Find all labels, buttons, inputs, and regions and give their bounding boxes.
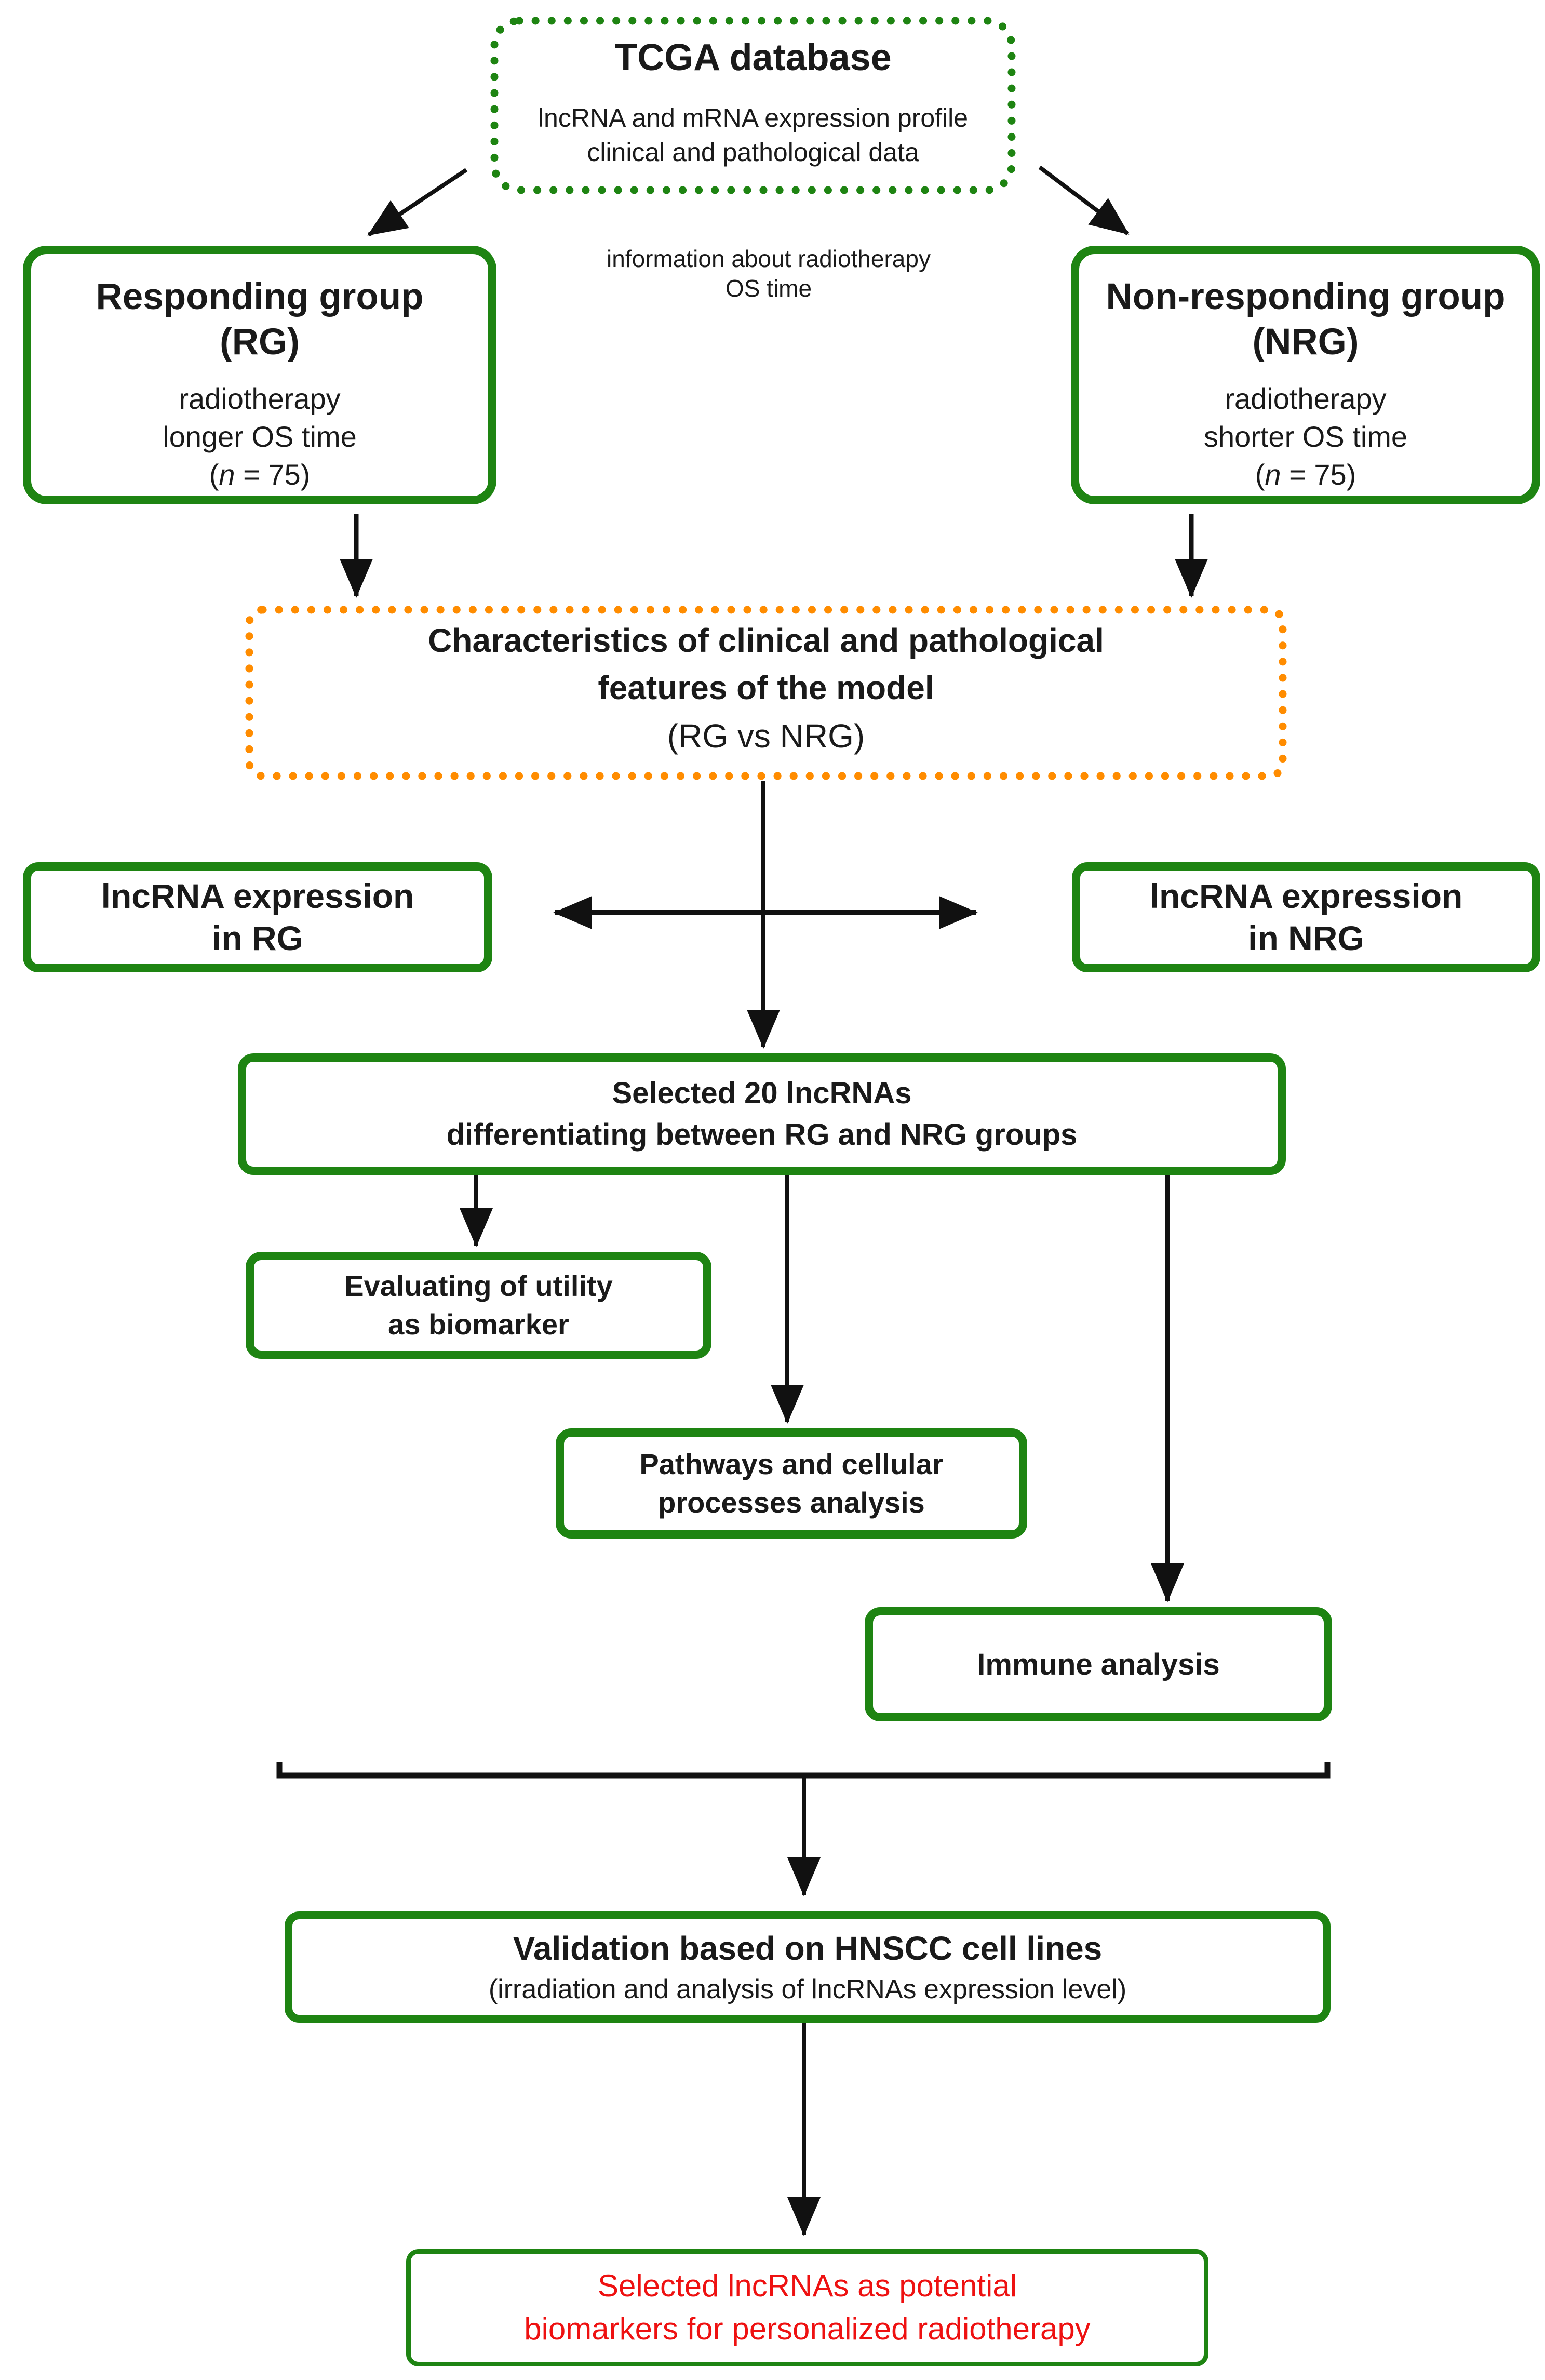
evaluating-line2: as biomarker (388, 1308, 569, 1341)
evaluating-biomarker-box: Evaluating of utility as biomarker (246, 1252, 711, 1359)
lncrna-nrg-label: lncRNA expression in NRG (1150, 875, 1463, 959)
characteristics-subtitle: (RG vs NRG) (667, 717, 865, 755)
validation-subtitle: (irradiation and analysis of lncRNAs exp… (488, 1974, 1127, 2004)
rg-sample-size: (n = 75) (209, 458, 311, 491)
immune-analysis-box: Immune analysis (865, 1607, 1332, 1721)
arrow-tcga-to-rg (367, 168, 468, 237)
characteristics-box: Characteristics of clinical and patholog… (245, 606, 1287, 780)
evaluating-label: Evaluating of utility as biomarker (344, 1267, 612, 1344)
selected-lncrnas-line1: Selected 20 lncRNAs (612, 1076, 912, 1110)
result-line2: biomarkers for personalized radiotherapy (524, 2311, 1091, 2346)
selected-lncrnas-line2: differentiating between RG and NRG group… (446, 1118, 1078, 1152)
evaluating-line1: Evaluating of utility (344, 1269, 613, 1303)
nrg-body-line2: shorter OS time (1203, 420, 1408, 453)
tcga-subtext-line1: lncRNA and mRNA expression profile (538, 103, 969, 132)
nrg-body: radiotherapy shorter OS time (n = 75) (1079, 380, 1532, 493)
rg-title-line1: Responding group (96, 276, 424, 317)
info-note-line2: OS time (725, 275, 812, 302)
responding-group-box: Responding group (RG) radiotherapy longe… (23, 246, 496, 504)
nrg-sample-size: (n = 75) (1255, 458, 1356, 491)
tcga-subtext-line2: clinical and pathological data (587, 138, 919, 167)
rg-body: radiotherapy longer OS time (n = 75) (31, 380, 488, 493)
result-box: Selected lncRNAs as potential biomarkers… (406, 2249, 1208, 2366)
rg-title: Responding group (RG) (31, 275, 488, 365)
bracket-connector (276, 1762, 1331, 1779)
info-note: information about radiotherapy OS time (540, 244, 997, 303)
rg-n-symbol: n (219, 458, 235, 491)
lncrna-nrg-line2: in NRG (1248, 919, 1364, 957)
lncrna-rg-line2: in RG (211, 919, 303, 957)
rg-body-line1: radiotherapy (179, 382, 341, 416)
lncrna-expression-rg-box: lncRNA expression in RG (23, 862, 492, 972)
characteristics-title: Characteristics of clinical and patholog… (245, 617, 1287, 712)
result-label: Selected lncRNAs as potential biomarkers… (524, 2265, 1091, 2351)
characteristics-title-line1: Characteristics of clinical and patholog… (428, 622, 1104, 659)
selected-lncrnas-label: Selected 20 lncRNAs differentiating betw… (447, 1073, 1078, 1156)
pathways-analysis-box: Pathways and cellular processes analysis (556, 1428, 1027, 1539)
nrg-title-line1: Non-responding group (1106, 276, 1506, 317)
immune-analysis-label: Immune analysis (977, 1647, 1220, 1681)
nrg-title-line2: (NRG) (1252, 321, 1359, 363)
validation-box: Validation based on HNSCC cell lines (ir… (285, 1911, 1331, 2023)
pathways-line1: Pathways and cellular (639, 1448, 944, 1481)
nrg-n-symbol: n (1265, 458, 1281, 491)
non-responding-group-box: Non-responding group (NRG) radiotherapy … (1071, 246, 1540, 504)
lncrna-rg-line1: lncRNA expression (101, 877, 414, 916)
nrg-title: Non-responding group (NRG) (1079, 275, 1532, 365)
pathways-label: Pathways and cellular processes analysis (639, 1445, 943, 1522)
tcga-title: TCGA database (614, 37, 892, 78)
rg-body-line2: longer OS time (163, 420, 357, 453)
arrow-tcga-to-nrg (1038, 165, 1130, 236)
lncrna-rg-label: lncRNA expression in RG (101, 875, 414, 959)
characteristics-title-line2: features of the model (598, 668, 934, 706)
validation-title: Validation based on HNSCC cell lines (513, 1930, 1103, 1967)
selected-lncrnas-box: Selected 20 lncRNAs differentiating betw… (238, 1053, 1286, 1175)
pathways-line2: processes analysis (658, 1486, 925, 1519)
nrg-body-line1: radiotherapy (1225, 382, 1387, 416)
lncrna-expression-nrg-box: lncRNA expression in NRG (1072, 862, 1540, 972)
tcga-subtext: lncRNA and mRNA expression profile clini… (489, 101, 1017, 169)
info-note-line1: information about radiotherapy (607, 245, 931, 272)
tcga-database-box: TCGA database lncRNA and mRNA expression… (489, 16, 1017, 195)
rg-title-line2: (RG) (220, 321, 300, 363)
result-line1: Selected lncRNAs as potential (597, 2268, 1017, 2304)
lncrna-nrg-line1: lncRNA expression (1149, 877, 1463, 916)
